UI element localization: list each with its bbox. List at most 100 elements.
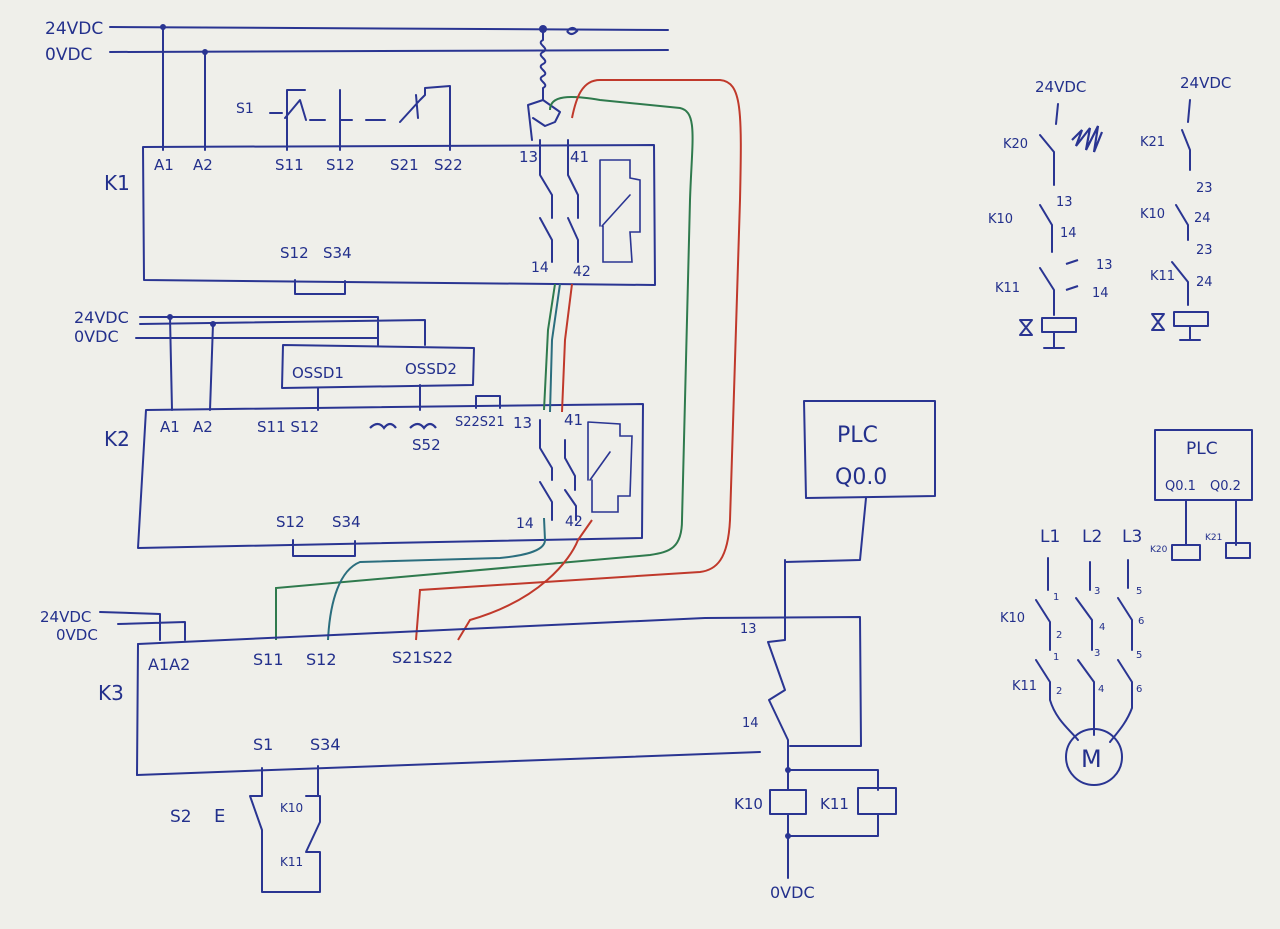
k2-a1: A1 — [160, 418, 180, 436]
k1-t42: 42 — [573, 264, 591, 280]
rail-24vdc-label: 24VDC — [45, 19, 103, 39]
coil-k11-label: K11 — [820, 795, 849, 813]
k3-t13: 13 — [740, 622, 757, 637]
plc-small: PLC Q0.1 Q0.2 K20 K21 — [1150, 429, 1253, 561]
green-wire-k1-k2 — [543, 283, 556, 411]
k2-24vdc-rail — [139, 316, 426, 346]
k2-t41: 41 — [564, 411, 583, 429]
k1-s12: S12 — [326, 156, 355, 174]
k2-24vdc-label: 24VDC — [74, 308, 129, 327]
tr-left-13a: 13 — [1056, 195, 1073, 210]
k1-bottom-s12: S12 — [280, 244, 309, 262]
tr-left-k20: K20 — [1003, 137, 1028, 152]
tr-right-coil-symbols — [1151, 313, 1201, 341]
plc-main-box — [803, 400, 936, 499]
k1-feedback-loop — [599, 159, 641, 263]
k2-s22s21: S22S21 — [455, 415, 505, 430]
tr-right-k11: K11 — [1150, 269, 1175, 284]
tr-left-k10: K10 — [988, 212, 1013, 227]
motor-l1: L1 — [1040, 527, 1060, 547]
k2-jumper — [475, 395, 501, 409]
plc-main-wire — [784, 497, 867, 563]
motor-num-4a: 4 — [1099, 622, 1105, 633]
tr-left-13b: 13 — [1096, 258, 1113, 273]
k1-t14: 14 — [531, 260, 549, 276]
k3-label: K3 — [98, 681, 124, 705]
plc-main: PLC Q0.0 — [784, 400, 936, 563]
coil-junction — [785, 767, 791, 773]
motor-num-2b: 2 — [1056, 686, 1062, 697]
k2-crossed-out-terminals — [369, 422, 437, 430]
k2-ossd2: OSSD2 — [405, 360, 457, 378]
k1-s11: S11 — [275, 156, 304, 174]
k1-a1: A1 — [154, 156, 174, 174]
tr-right-24b: 24 — [1196, 275, 1213, 290]
motor-k11: K11 — [1012, 679, 1037, 694]
k1-contact-13-14 — [539, 139, 553, 263]
tr-left-14b: 14 — [1092, 286, 1109, 301]
green-wire-k1-k3-s11 — [275, 96, 694, 640]
tr-right-24a: 24 — [1194, 211, 1211, 226]
tr-scribble — [1071, 125, 1104, 153]
plc-main-title: PLC — [837, 423, 878, 448]
tr-left-k11: K11 — [995, 281, 1020, 296]
motor-circuit: L1 L2 L3 1 3 5 2 4 6 1 3 5 2 4 6 K10 K11… — [1000, 527, 1144, 786]
k1-bottom-tab — [294, 279, 346, 295]
motor-k10: K10 — [1000, 611, 1025, 626]
k1-s22: S22 — [434, 156, 463, 174]
k2-bottom-s34: S34 — [332, 513, 361, 531]
k1-bottom-s34: S34 — [323, 244, 352, 262]
tr-left-supply: 24VDC — [1035, 78, 1086, 96]
k3-s11: S11 — [253, 650, 284, 669]
red-wire-k1-k2 — [561, 283, 573, 413]
k1-t13: 13 — [519, 148, 538, 166]
k3-box — [136, 616, 862, 776]
plc-small-box — [1154, 429, 1253, 501]
motor-num-6b: 6 — [1136, 684, 1142, 695]
k1-module: K1 A1 A2 S11 S12 S21 S22 13 41 14 42 S12… — [104, 26, 656, 295]
k3-reset-k10: K10 — [280, 801, 303, 815]
k3-s12: S12 — [306, 650, 337, 669]
motor-phase-3 — [1109, 559, 1133, 743]
motor-num-3a: 3 — [1094, 586, 1100, 597]
motor-num-1b: 1 — [1053, 652, 1059, 663]
k2-bottom-tab — [292, 539, 356, 557]
tr-right-23b: 23 — [1196, 243, 1213, 258]
k3-reset-circuit — [249, 765, 321, 893]
motor-num-5a: 5 — [1136, 586, 1142, 597]
teal-wire-k2-k3-s12 — [327, 517, 547, 641]
coil-0vdc-label: 0VDC — [770, 883, 815, 902]
k2-t42: 42 — [565, 514, 583, 530]
relay-coils: K10 K11 0VDC — [734, 767, 897, 902]
rail-0vdc-label: 0VDC — [45, 45, 92, 65]
k2-a2: A2 — [193, 418, 213, 436]
coil-k10-label: K10 — [734, 795, 763, 813]
motor-l3: L3 — [1122, 527, 1142, 547]
k2-power-drops — [169, 316, 214, 411]
plc-small-wires — [1185, 499, 1237, 546]
k2-ossd1: OSSD1 — [292, 364, 344, 382]
plc-small-coil-k21 — [1225, 542, 1251, 559]
coil-k10 — [769, 789, 807, 815]
k1-contact-41-42 — [567, 139, 579, 263]
tr-right-23a: 23 — [1196, 181, 1213, 196]
k3-bottom-s34: S34 — [310, 735, 341, 754]
scribble-mark — [566, 26, 579, 36]
plc-small-title: PLC — [1186, 439, 1218, 459]
k3-output-contact — [767, 559, 789, 771]
tr-left-coil — [1041, 317, 1077, 333]
tr-right-k10: K10 — [1140, 207, 1165, 222]
plc-small-k21: K21 — [1205, 533, 1222, 543]
tr-left-coil-symbols — [1019, 319, 1065, 349]
motor-num-2a: 2 — [1056, 630, 1062, 641]
tr-right-supply: 24VDC — [1180, 74, 1231, 92]
red-wire-k1-k3-s21 — [415, 79, 742, 641]
k1-label: K1 — [104, 171, 130, 195]
plc-small-k20: K20 — [1150, 545, 1168, 555]
tr-left-cross — [1065, 258, 1079, 292]
k1-t41: 41 — [570, 148, 589, 166]
plc-small-q01: Q0.1 — [1165, 479, 1196, 494]
k2-box — [137, 403, 644, 549]
k3-bottom-s1: S1 — [253, 735, 273, 754]
motor-num-6a: 6 — [1138, 616, 1144, 627]
